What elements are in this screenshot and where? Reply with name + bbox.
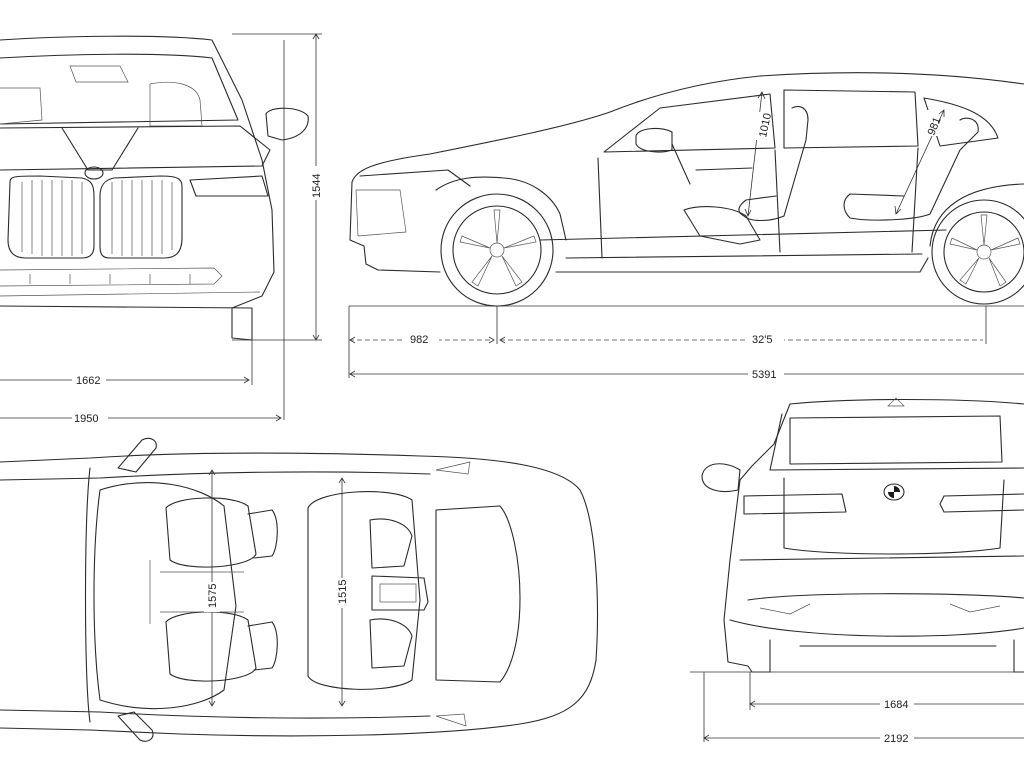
dim-front-overhang: 982	[410, 334, 428, 346]
dim-wheelbase: 32'5	[752, 334, 772, 346]
dim-length: 5391	[752, 369, 776, 381]
mirror-side	[635, 127, 673, 153]
rear-wheel	[931, 199, 1024, 305]
dim-width-rear: 2192	[884, 733, 908, 745]
dim-track-front: 1662	[76, 375, 100, 387]
kidney-grille-right	[99, 175, 183, 259]
dim-track-rear: 1684	[884, 699, 908, 711]
top-view	[0, 437, 598, 742]
dim-rear-shoulder: 1515	[337, 580, 349, 604]
rear-view	[690, 397, 1024, 742]
dim-width-front: 1950	[74, 413, 98, 425]
dim-front-headroom: 1010	[757, 112, 774, 138]
brand-logo-front	[84, 166, 104, 180]
front-wheel	[440, 193, 554, 307]
mirror-right	[265, 107, 309, 141]
kidney-grille-left	[7, 175, 95, 259]
mirror-rear	[701, 463, 741, 493]
dim-height: 1544	[311, 174, 323, 198]
dim-front-shoulder: 1575	[207, 584, 219, 608]
front-view	[0, 33, 322, 422]
brand-logo-rear	[883, 483, 905, 501]
mirror-top-right	[117, 711, 154, 742]
side-view	[348, 72, 1024, 378]
mirror-top-left	[117, 437, 157, 473]
